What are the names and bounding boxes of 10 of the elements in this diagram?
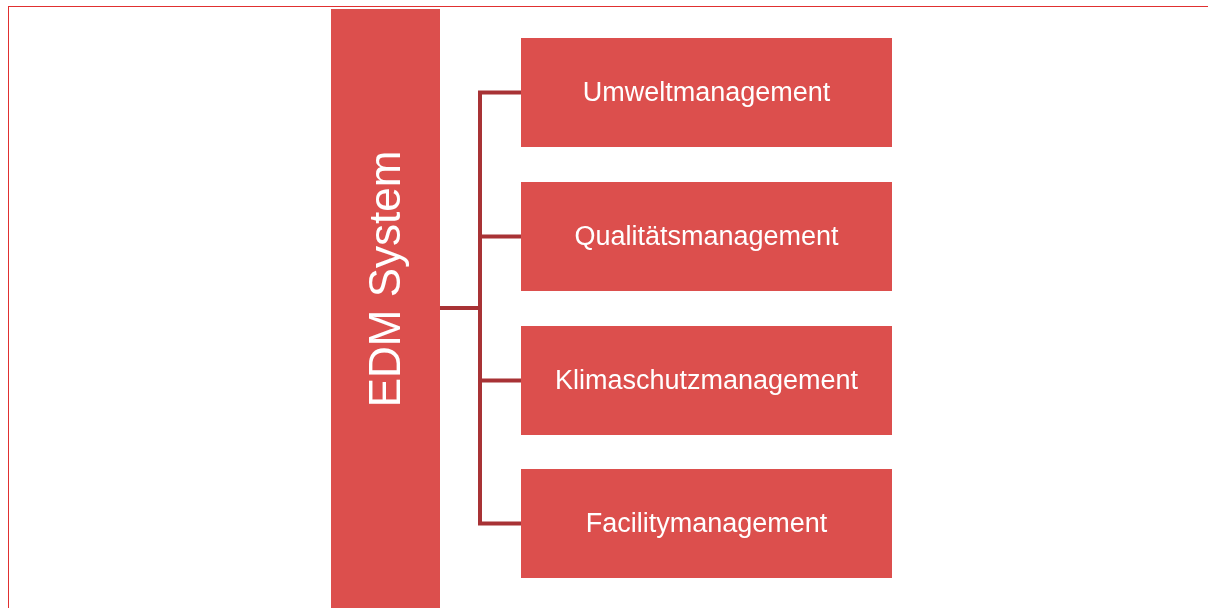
module-box (521, 38, 892, 147)
module-box (521, 182, 892, 291)
module-label: Klimaschutzmanagement (554, 365, 859, 396)
module-box (521, 326, 892, 435)
system-title: EDM System (360, 150, 411, 408)
system-bar (331, 9, 440, 608)
module-label: Umweltmanagement (582, 77, 831, 108)
module-label: Qualitätsmanagement (574, 221, 839, 252)
module-label: Facilitymanagement (585, 508, 828, 539)
module-box (521, 469, 892, 578)
